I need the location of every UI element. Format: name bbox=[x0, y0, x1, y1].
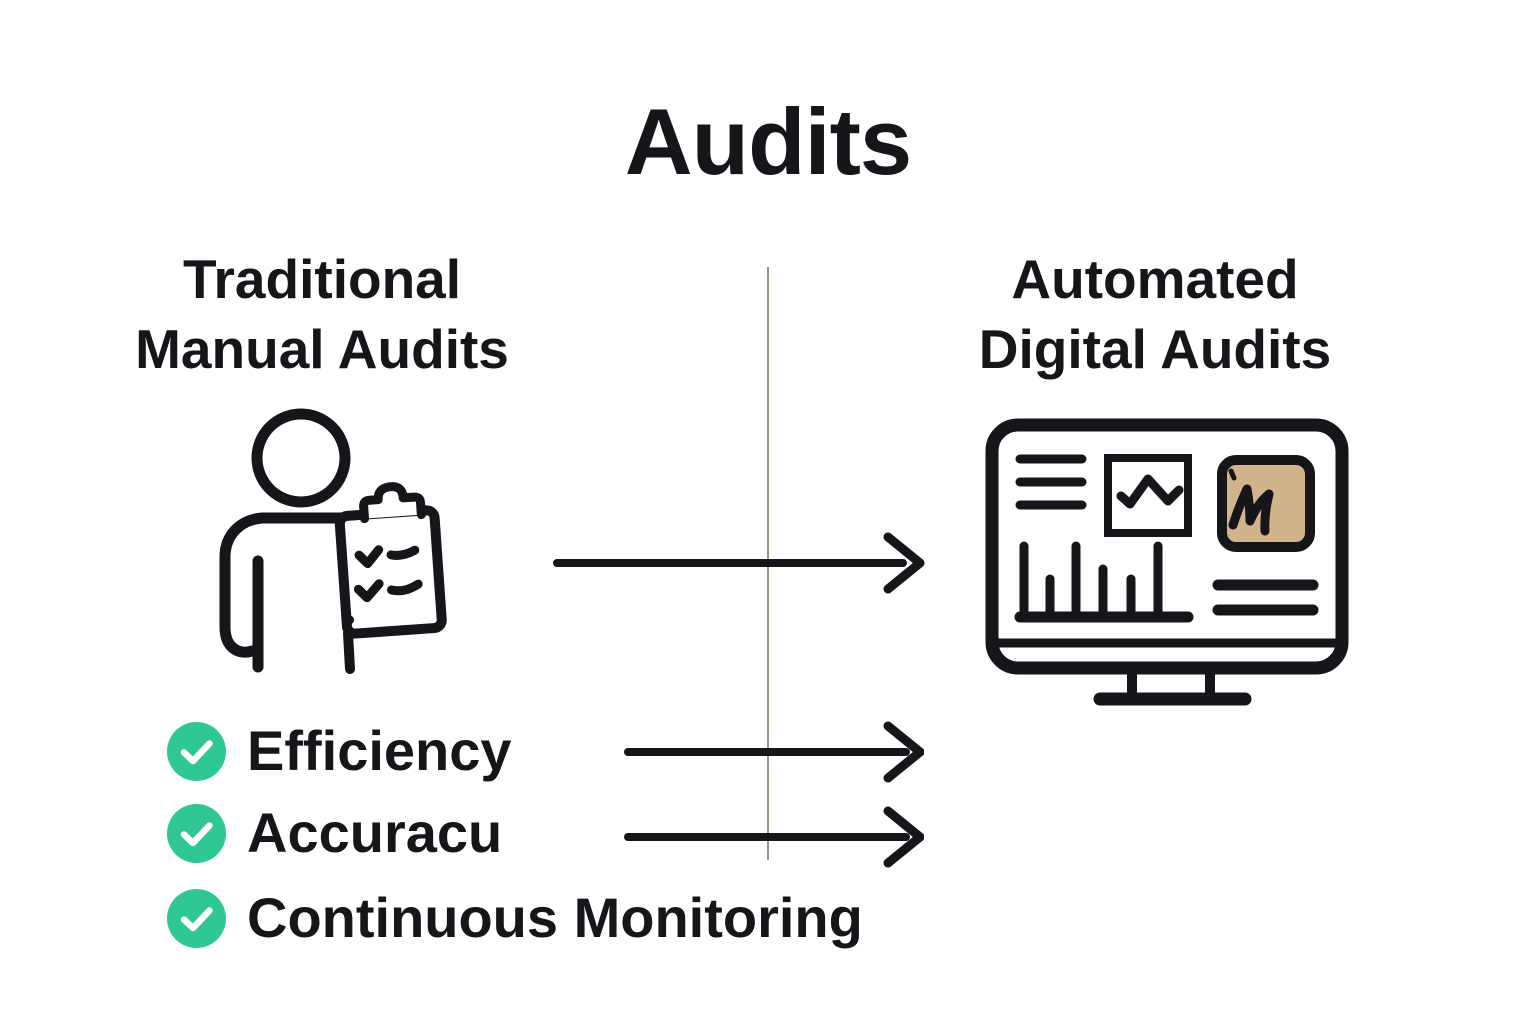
checklist-item-label: Continuous Monitoring bbox=[247, 886, 863, 949]
line-chart-zigzag bbox=[1116, 474, 1184, 509]
checklist-item: Continuous Monitoring bbox=[167, 887, 863, 949]
arrow-right-icon bbox=[624, 806, 924, 868]
clipboard-clip bbox=[359, 482, 426, 524]
clipboard-dot bbox=[345, 615, 355, 625]
page-title: Audits bbox=[624, 89, 912, 194]
clipboard-check-1 bbox=[354, 545, 384, 569]
checklist-item-label: Efficiency bbox=[247, 719, 512, 782]
chip-tick bbox=[1228, 468, 1237, 481]
checklist-item: Accuracu bbox=[167, 802, 502, 864]
check-circle-icon bbox=[167, 721, 226, 781]
line-chart-widget bbox=[1104, 454, 1192, 537]
clipboard-board bbox=[334, 505, 447, 639]
checklist-item-label: Accuracu bbox=[247, 801, 503, 864]
arrow-right-icon bbox=[624, 721, 924, 783]
text-lines-widget bbox=[1015, 454, 1087, 510]
chip-icon bbox=[1217, 455, 1315, 552]
clipboard-handle bbox=[343, 628, 355, 674]
clipboard-icon bbox=[334, 482, 447, 639]
clipboard-check-2 bbox=[353, 579, 384, 603]
check-circle-icon bbox=[167, 888, 226, 948]
clipboard-line-2 bbox=[387, 579, 423, 596]
clipboard-line-1 bbox=[386, 545, 420, 560]
chip-letter-m bbox=[1228, 484, 1274, 536]
bar-chart-widget bbox=[1014, 541, 1194, 623]
checklist-item: Efficiency bbox=[167, 720, 512, 782]
person-body bbox=[219, 512, 348, 658]
right-column-heading: Automated Digital Audits bbox=[978, 248, 1332, 380]
dashboard-monitor-icon bbox=[985, 418, 1349, 706]
person-head bbox=[251, 408, 351, 508]
check-circle-icon bbox=[167, 803, 226, 863]
arrow-right-icon bbox=[553, 532, 925, 594]
person-with-clipboard-icon bbox=[219, 408, 447, 674]
left-column-heading: Traditional Manual Audits bbox=[135, 248, 509, 380]
text-lines-widget-2 bbox=[1212, 579, 1319, 616]
